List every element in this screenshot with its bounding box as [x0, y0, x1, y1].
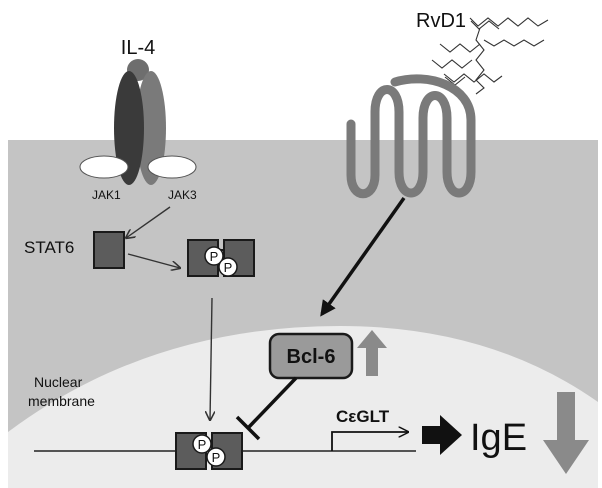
- dna-phospho-label-2: P: [212, 450, 221, 465]
- dna-phospho-circle-2: [206, 447, 226, 467]
- bcl6-inhibition-bar: [235, 415, 261, 441]
- jak3-label: JAK3: [168, 188, 197, 202]
- rvd1-receptor-gpcr: [370, 74, 476, 198]
- gpcr-first-loop: [346, 107, 380, 199]
- phospho-circle-2: [218, 257, 238, 277]
- ige-label: IgE: [470, 417, 527, 459]
- stat6-box: [93, 231, 125, 269]
- jak1-ellipse: [79, 155, 129, 179]
- phospho-label-1: P: [210, 249, 219, 264]
- phospho-stat6-dimer: P P: [187, 239, 255, 277]
- dna-phospho-label-1: P: [198, 437, 207, 452]
- rvd1-label: RvD1: [416, 10, 466, 32]
- jak1-label: JAK1: [92, 188, 121, 202]
- ige-downregulation-arrow: [543, 392, 589, 474]
- il4-label: IL-4: [121, 37, 155, 59]
- dna-bound-phospho-stat6-dimer: P P: [175, 432, 243, 470]
- nucleus: [8, 326, 598, 488]
- phospho-circle-1: [204, 246, 224, 266]
- il4-receptor-chain-jak3: [136, 71, 166, 185]
- nuclear-membrane-label-line1: Nuclear: [34, 374, 83, 390]
- phospho-label-2: P: [224, 260, 233, 275]
- bcl6-label: Bcl-6: [287, 346, 336, 368]
- bcl6-inhibition-line: [246, 376, 298, 430]
- gpcr-to-bcl6-arrow: [320, 196, 406, 317]
- rvd1-molecule-structure: [431, 17, 549, 95]
- nuclear-membrane-label-line2: membrane: [28, 393, 95, 409]
- bcl6-box: [268, 332, 354, 380]
- jak3-to-stat6-arrow: [126, 206, 171, 238]
- transcription-start-arrow: [331, 432, 408, 451]
- il4-receptor-chain-jak1: [114, 71, 144, 185]
- dna-phospho-circle-1: [192, 434, 212, 454]
- stat6-label: STAT6: [24, 238, 74, 257]
- stat6-to-phospho-dimer-arrow: [127, 253, 180, 268]
- phospho-dimer-to-nucleus-arrow: [210, 297, 212, 420]
- bcl6-upregulation-arrow: [357, 330, 387, 376]
- cegelt-label: CεGLT: [336, 407, 390, 426]
- jak3-ellipse: [147, 155, 197, 179]
- cegelt-to-ige-arrow: [422, 415, 462, 455]
